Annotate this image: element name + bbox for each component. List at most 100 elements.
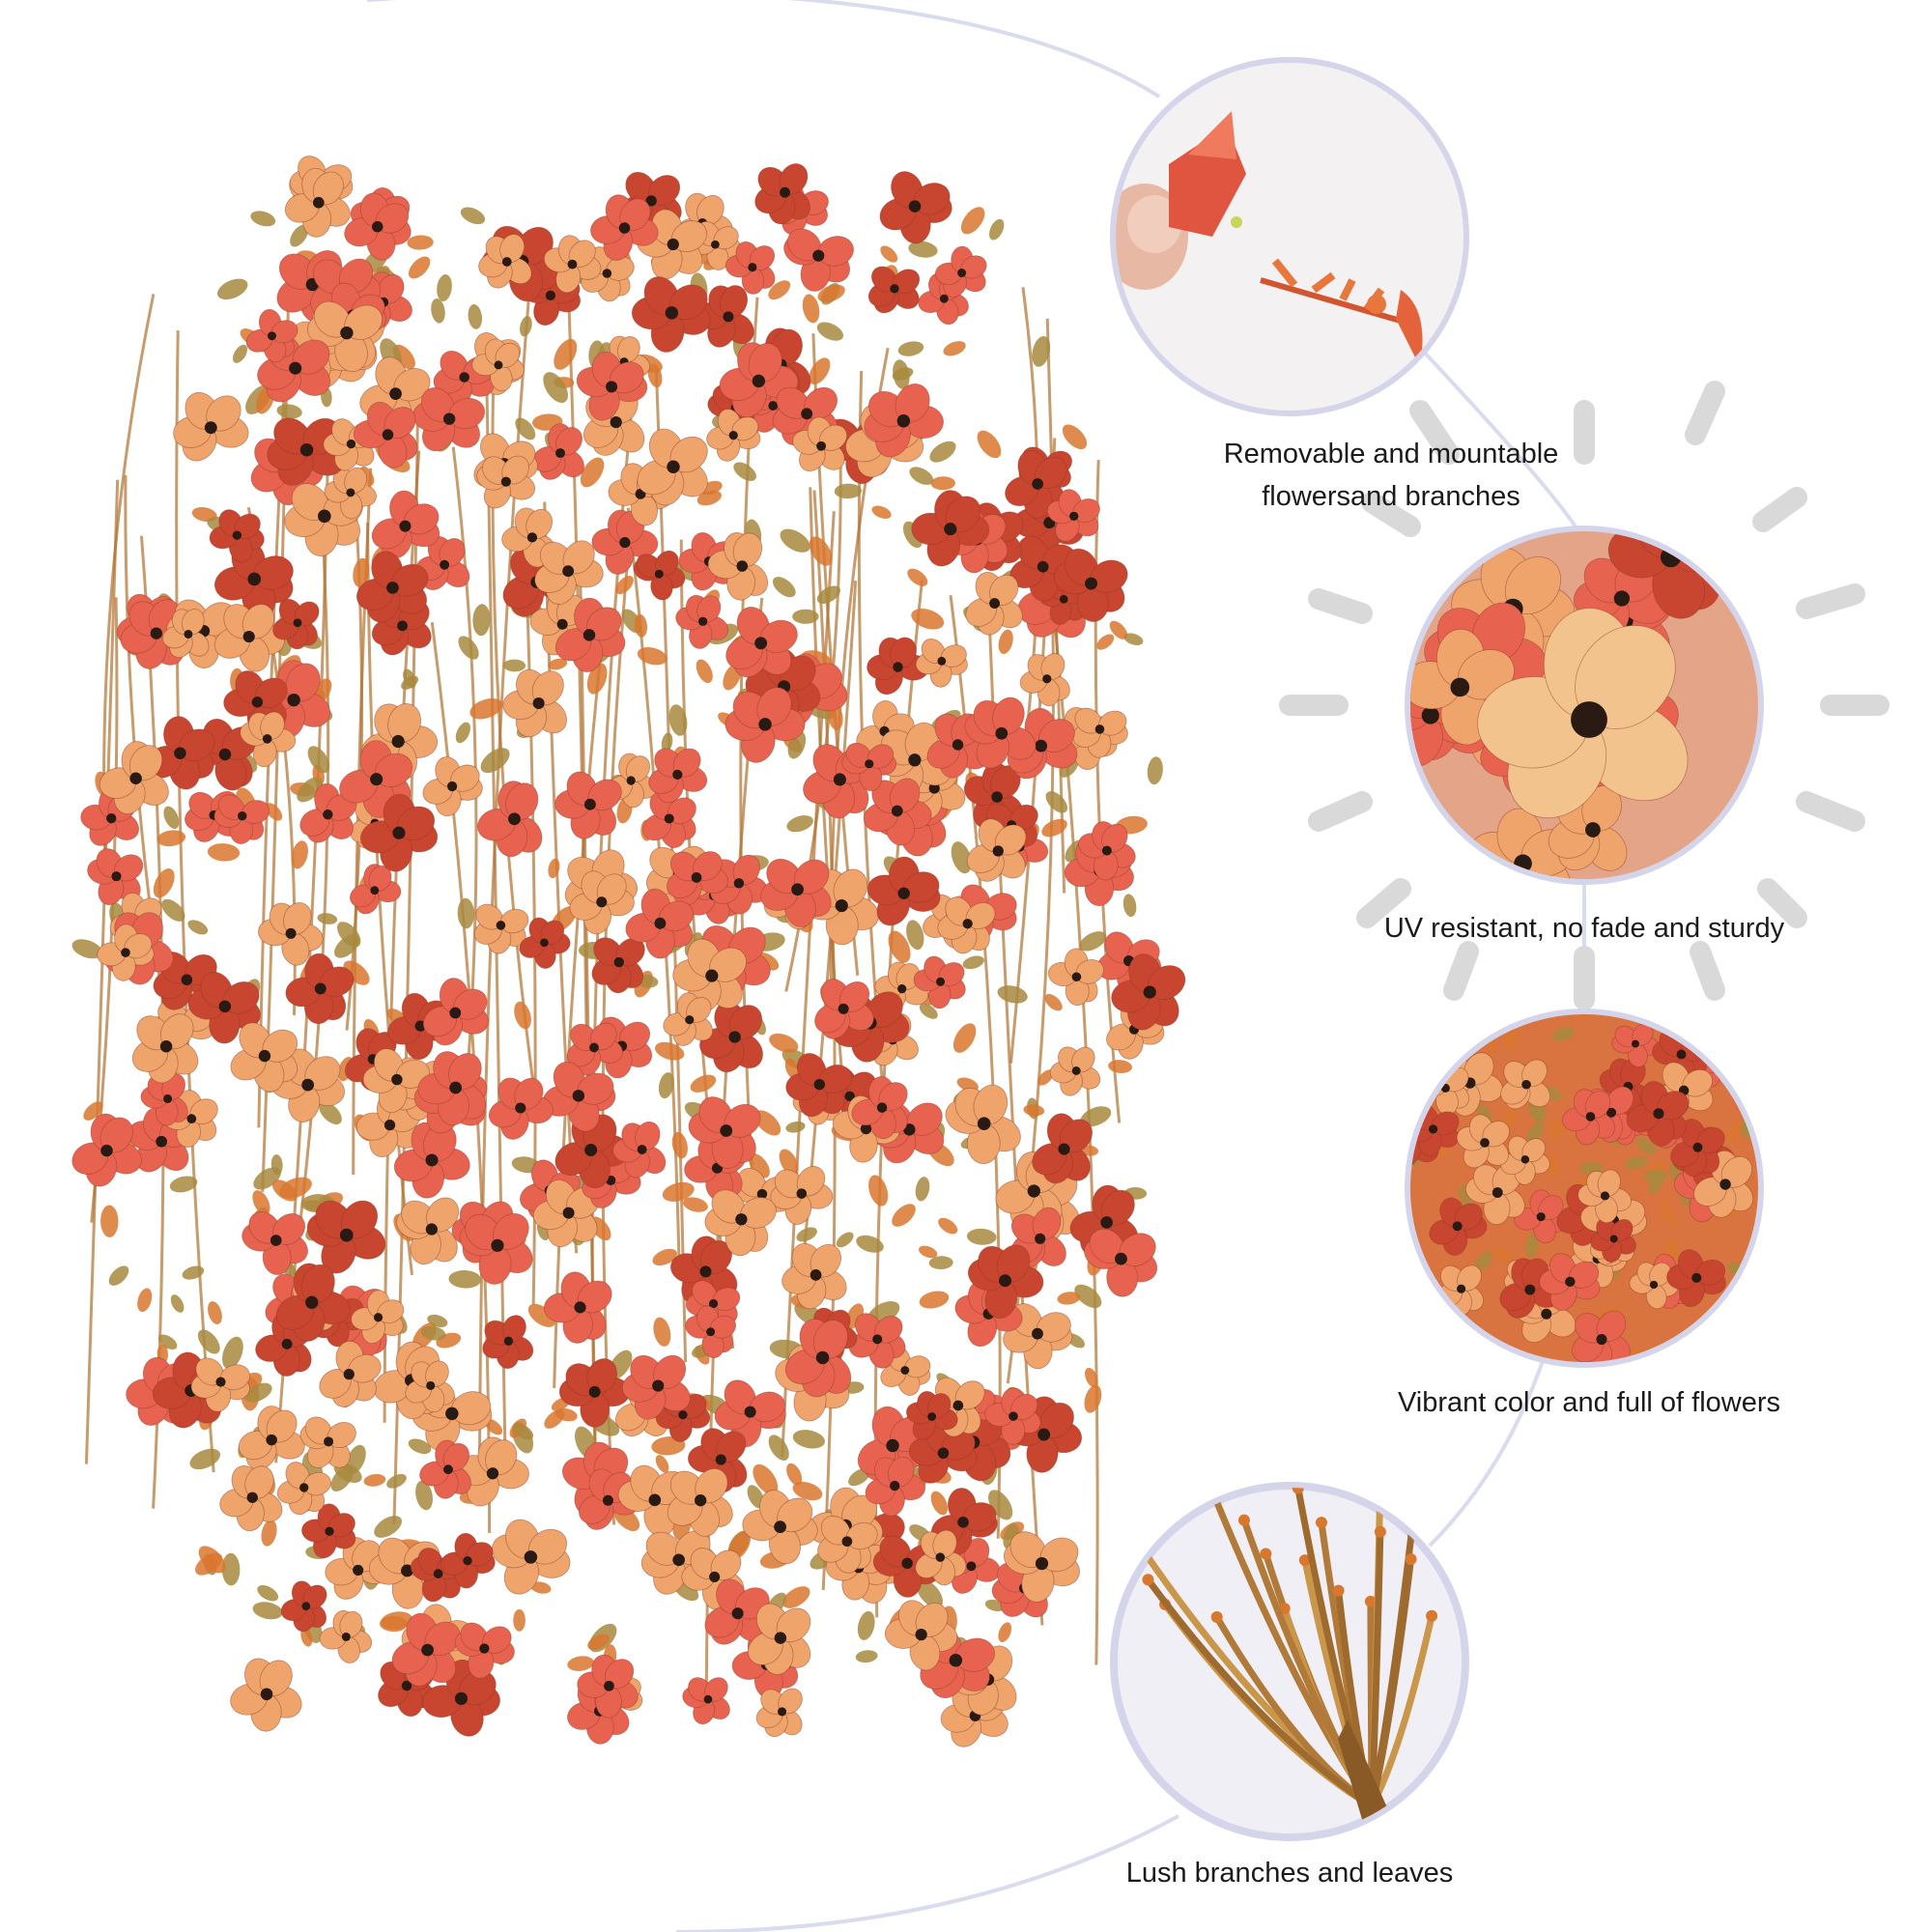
leaf [952, 1023, 977, 1053]
flower [284, 167, 351, 238]
flower [1032, 1113, 1093, 1184]
leaf [427, 1314, 448, 1327]
leaf [1023, 1104, 1045, 1117]
leaf [919, 1245, 938, 1259]
vine-stem [812, 490, 837, 1590]
leaf [809, 357, 831, 385]
leaf [460, 207, 486, 225]
flower [784, 1319, 852, 1398]
flower [1499, 1258, 1562, 1319]
flower [350, 864, 402, 915]
leaf [1108, 1060, 1133, 1073]
flower [783, 228, 854, 292]
flower [1611, 1023, 1660, 1067]
leaf [1062, 424, 1088, 450]
leaf [779, 1149, 799, 1177]
flower [1003, 1303, 1073, 1370]
flower [755, 1688, 803, 1738]
flower [867, 266, 921, 314]
flower [1562, 1089, 1616, 1146]
leaf [543, 372, 568, 404]
leaf [1085, 1367, 1098, 1388]
flower [704, 1189, 777, 1257]
flower [356, 551, 429, 623]
flower [724, 241, 776, 295]
leaf [938, 1217, 958, 1235]
leaf [197, 1329, 220, 1354]
leaf [580, 457, 605, 488]
leaf [250, 211, 276, 227]
leaf [1661, 1202, 1675, 1225]
leaf [696, 659, 713, 684]
flower [879, 171, 952, 244]
flower [967, 1244, 1044, 1320]
leaf [480, 748, 510, 774]
flower [351, 1290, 405, 1345]
leaf [457, 897, 475, 929]
leaf [809, 536, 833, 566]
leaf [928, 1256, 953, 1270]
flower [576, 352, 648, 421]
leaf [907, 568, 928, 586]
leaf [768, 1435, 789, 1461]
leaf [548, 658, 568, 670]
leaf [897, 341, 924, 356]
flower [569, 870, 635, 935]
flower [558, 1358, 631, 1428]
leaf [836, 1232, 854, 1248]
leaf [276, 404, 302, 419]
leaf [1410, 1340, 1425, 1360]
flower [945, 1084, 1021, 1165]
leaf [615, 576, 634, 595]
leaf [1546, 1153, 1561, 1177]
leaf [647, 363, 663, 388]
flower [412, 387, 486, 452]
leaf [1635, 1137, 1657, 1155]
leaf [1109, 620, 1128, 639]
flower [867, 856, 941, 926]
leaf [153, 868, 175, 898]
leaf [319, 1101, 342, 1125]
leaf [655, 1455, 669, 1473]
leaf [343, 960, 370, 985]
flower [926, 713, 988, 779]
leaf [748, 1152, 770, 1179]
leaf [1041, 818, 1067, 838]
flower [1666, 1249, 1726, 1307]
flower [532, 1179, 601, 1248]
leaf [868, 1175, 889, 1207]
leaf [796, 1227, 817, 1242]
leaf [407, 235, 434, 250]
flower [240, 711, 297, 768]
leaf [437, 274, 452, 301]
flower [371, 490, 440, 559]
leaf [137, 1288, 153, 1313]
flower [851, 1076, 908, 1140]
finger-holding-flower-icon [1116, 63, 1463, 411]
leaf [317, 913, 338, 924]
flower [667, 1467, 733, 1537]
feature-caption-uv: UV resistant, no fade and sturdy [1333, 907, 1835, 950]
leaf [998, 629, 1013, 654]
flower [1053, 548, 1128, 622]
flower [71, 1113, 142, 1187]
leaf [1526, 1122, 1545, 1143]
leaf [514, 1001, 531, 1030]
flower [817, 1515, 878, 1574]
branch-stem [1145, 1577, 1374, 1809]
vine-stem [781, 511, 836, 1458]
leaf [1096, 634, 1115, 650]
caption-line: UV resistant, no fade and sturdy [1383, 913, 1785, 944]
flower [238, 1406, 305, 1470]
flower [884, 1600, 958, 1671]
leaf [753, 1463, 779, 1495]
flower [417, 1051, 487, 1126]
leaf [772, 577, 796, 598]
flower [131, 1013, 199, 1084]
leaf [1410, 1350, 1418, 1362]
flower-cluster-icon [1410, 1014, 1758, 1362]
flower [633, 550, 686, 601]
vine-stem [1094, 460, 1122, 1123]
flower [724, 687, 806, 763]
flower [519, 917, 571, 969]
